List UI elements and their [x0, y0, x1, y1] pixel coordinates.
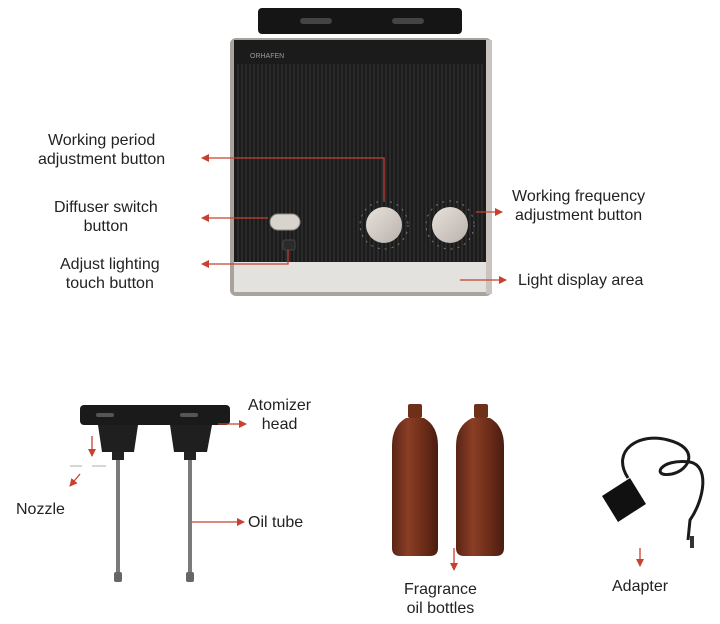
label-fragrance-bottles: Fragrance oil bottles [404, 580, 477, 618]
device-lid [258, 8, 462, 34]
label-line: Fragrance [404, 581, 477, 598]
label-line: oil bottles [406, 600, 475, 617]
label-line: touch button [65, 275, 154, 292]
light-display-area [234, 262, 486, 292]
brand-logo: ORHAFEN [250, 53, 284, 60]
fragrance-bottle-left [392, 404, 438, 556]
label-nozzle: Nozzle [16, 501, 65, 518]
label-line: button [83, 218, 129, 235]
label-line: Working frequency [512, 188, 646, 205]
label-working-frequency: Working frequency adjustment button [512, 187, 645, 225]
label-line: Adjust lighting [60, 256, 160, 273]
label-adjust-lighting: Adjust lighting touch button [60, 255, 160, 293]
callout-lines [201, 154, 507, 284]
atomizer-head [80, 405, 230, 460]
lighting-touch-button[interactable] [282, 239, 296, 251]
oil-tubes [114, 460, 194, 582]
label-light-display: Light display area [518, 272, 644, 289]
fragrance-bottle-right [456, 404, 504, 556]
device-body [230, 38, 492, 296]
label-line: adjustment button [514, 207, 643, 224]
label-atomizer-head: Atomizer head [248, 396, 311, 434]
label-line: Working period [47, 132, 156, 149]
label-oil-tube: Oil tube [248, 514, 304, 531]
working-period-knob[interactable] [359, 200, 409, 250]
diffuser-switch-button[interactable] [269, 213, 301, 231]
label-line: head [261, 416, 298, 433]
working-frequency-knob[interactable] [425, 200, 475, 250]
label-line: Atomizer [248, 397, 312, 414]
label-line: adjustment button [38, 151, 166, 168]
atomizer-callouts [69, 420, 247, 526]
adapter [602, 436, 705, 548]
label-working-period: Working period adjustment button [38, 131, 165, 169]
label-adapter: Adapter [612, 578, 669, 595]
label-diffuser-switch: Diffuser switch button [54, 198, 158, 236]
label-line: Diffuser switch [54, 199, 158, 216]
